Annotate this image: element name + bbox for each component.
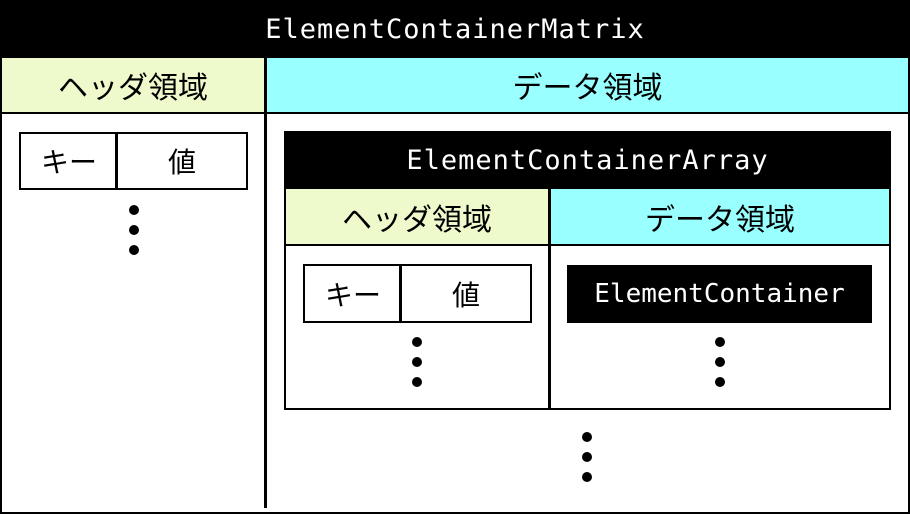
matrix-kv-value-cell: 値 [115,132,248,190]
matrix-title: ElementContainerMatrix [0,0,910,58]
array-title: ElementContainerArray [284,131,891,189]
array-data-area-label: データ領域 [551,189,889,246]
matrix-column-divider [264,58,267,508]
matrix-header-ellipsis [129,205,139,265]
array-kv-key-cell: キー [303,264,401,323]
array-data-ellipsis [715,337,725,397]
array-kv-value-cell: 値 [399,264,532,323]
array-header-area-label: ヘッダ領域 [286,189,548,246]
matrix-data-area-label: データ領域 [267,58,908,114]
matrix-data-ellipsis [582,432,592,492]
array-column-divider [548,189,551,408]
matrix-kv-key-cell: キー [19,132,117,190]
array-header-ellipsis [412,337,422,397]
element-container-box: ElementContainer [567,265,872,323]
matrix-header-area-label: ヘッダ領域 [2,58,264,114]
